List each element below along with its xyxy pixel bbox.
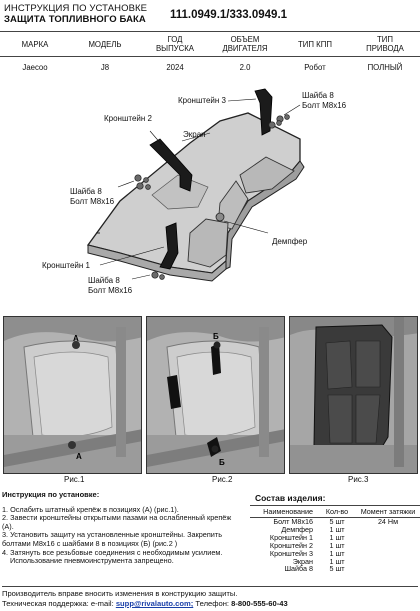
support-phone: 8-800-555-60-43 xyxy=(231,599,288,608)
instruction-line-4: 3. Установить защиту на установленные кр… xyxy=(2,530,223,540)
instruction-line-7: Использование пневмоинструмента запрещен… xyxy=(10,556,174,566)
label-washer-bottom: Шайба 8 xyxy=(88,276,120,285)
bolt-bottom xyxy=(151,271,165,280)
skid-plate xyxy=(86,112,305,282)
spec-value-row: Jaecoo J8 2024 2.0 Робот ПОЛНЫЙ xyxy=(0,57,420,79)
bracket-1-drawing xyxy=(159,222,179,270)
caption-figure-2: Рис.2 xyxy=(212,475,233,484)
bracket-2-drawing xyxy=(149,138,193,192)
bracket-3-drawing xyxy=(254,88,273,136)
caption-figure-1: Рис.1 xyxy=(64,475,85,484)
spec-header-brand: МАРКА xyxy=(0,31,70,57)
footer: Производитель вправе вносить изменения в… xyxy=(2,586,418,609)
spec-gearbox: Робот xyxy=(304,63,326,73)
title-line-1: ИНСТРУКЦИЯ ПО УСТАНОВКЕ xyxy=(4,3,148,14)
spec-year: 2024 xyxy=(166,63,184,73)
parts-title: Состав изделия: xyxy=(255,493,326,503)
parts-table: Наименование Кол-во Момент затяжки Болт … xyxy=(250,505,420,573)
marker-b-bottom-2: Б xyxy=(219,458,225,467)
spec-header-gearbox: ТИП КПП xyxy=(280,31,350,57)
marker-b-top-2: Б xyxy=(213,332,219,341)
parts-col-torque: Момент затяжки xyxy=(356,505,420,518)
parts-col-qty: Кол-во xyxy=(318,505,356,518)
bolts-left xyxy=(134,174,151,190)
photo-figure-3 xyxy=(289,316,418,474)
spec-drive: ПОЛНЫЙ xyxy=(367,63,403,73)
table-row: Экран 1 шт xyxy=(292,556,345,566)
instructions-title: Инструкция по установке: xyxy=(2,490,100,499)
marker-a-bottom-1: А xyxy=(76,452,82,461)
support-label: Техническая поддержка: e-mail: xyxy=(2,599,114,608)
spec-model: J8 xyxy=(100,63,110,73)
caption-figure-3: Рис.3 xyxy=(348,475,369,484)
leader-lines xyxy=(99,98,301,280)
photo-figure-1: А А xyxy=(3,316,142,474)
table-row: Кронштейн 2 1 шт xyxy=(269,540,345,550)
parts-col-name: Наименование xyxy=(250,505,318,518)
diagram-drawing xyxy=(86,88,305,282)
table-row: Шайба 8 5 шт xyxy=(284,564,345,574)
label-bolt-top: Болт М8x16 xyxy=(302,101,347,110)
instruction-line-5: болтами М8x16 с шайбами 8 в позициях (Б)… xyxy=(2,538,178,548)
label-washer-top: Шайба 8 xyxy=(302,91,334,100)
part-number: 111.0949.1/333.0949.1 xyxy=(170,9,288,21)
instruction-line-3: (А). xyxy=(2,521,14,531)
spec-engine: 2.0 xyxy=(239,63,251,73)
table-row: Демпфер 1 шт xyxy=(281,524,345,534)
spec-brand: Jaecoo xyxy=(22,63,48,73)
label-washer-left: Шайба 8 xyxy=(70,187,102,196)
spec-header-model: МОДЕЛЬ xyxy=(70,31,140,57)
title-line-2: ЗАЩИТА ТОПЛИВНОГО БАКА xyxy=(4,14,146,25)
table-row: Болт М8x16 5 шт 24 Нм xyxy=(273,517,399,526)
label-bolt-left: Болт М8x16 xyxy=(70,197,115,206)
phone-label: Телефон: xyxy=(195,599,230,608)
document-title: ИНСТРУКЦИЯ ПО УСТАНОВКЕ ЗАЩИТА ТОПЛИВНОГ… xyxy=(4,3,147,25)
footer-support: Техническая поддержка: e-mail: supp@riva… xyxy=(2,599,418,609)
instruction-line-2: 2. Завести кронштейны открытыми пазами н… xyxy=(2,513,232,523)
table-row: Кронштейн 1 1 шт xyxy=(269,532,345,542)
label-bolt-bottom: Болт М8x16 xyxy=(88,286,133,295)
instruction-line-1: 1. Ослабить штатный крепёж в позициях (А… xyxy=(2,504,179,514)
exploded-diagram: Кронштейн 3 Шайба 8 Болт М8x16 Кронштейн… xyxy=(0,83,420,315)
label-bracket-1: Кронштейн 1 xyxy=(42,261,90,270)
marker-a-top-1: А xyxy=(73,334,79,343)
label-screen: Экран xyxy=(183,130,206,139)
parts-header-row: Наименование Кол-во Момент затяжки xyxy=(250,505,420,518)
photo-figure-2: Б Б xyxy=(146,316,285,474)
installation-instructions: Инструкция по установке: 1. Ослабить шта… xyxy=(2,490,244,566)
label-damper: Демпфер xyxy=(272,237,308,246)
table-row: Кронштейн 3 1 шт xyxy=(269,548,345,558)
label-bracket-3: Кронштейн 3 xyxy=(178,96,226,105)
instruction-line-6: 4. Затянуть все резьбовые соединения с н… xyxy=(2,547,223,557)
label-bracket-2: Кронштейн 2 xyxy=(104,114,152,123)
footer-notice: Производитель вправе вносить изменения в… xyxy=(2,589,238,598)
support-email-link[interactable]: supp@rivalauto.com; xyxy=(115,599,194,608)
bolts-top xyxy=(268,114,290,129)
